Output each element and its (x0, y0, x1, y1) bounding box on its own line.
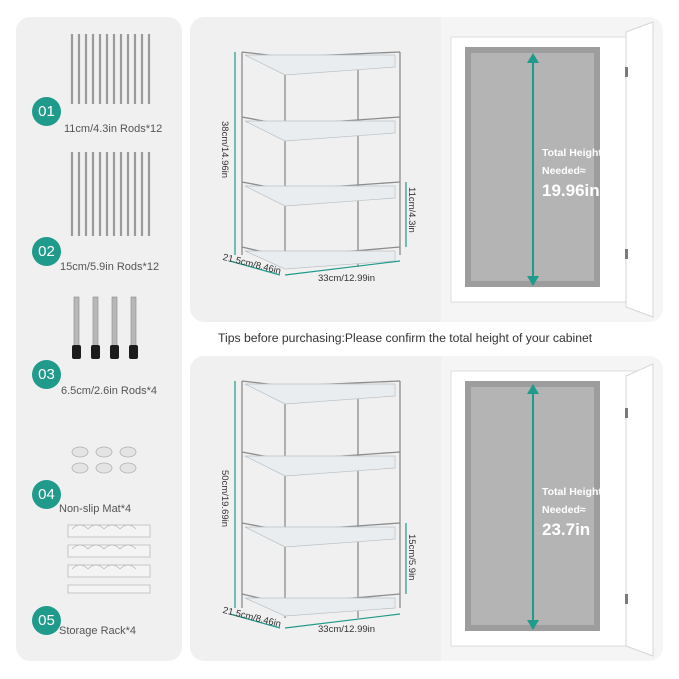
needed-label: Needed≈ (542, 165, 586, 177)
rack-width-dimension: 33cm/12.99in (318, 624, 376, 635)
needed-label: Needed≈ (542, 504, 586, 516)
rack-width-dimension: 33cm/12.99in (318, 273, 376, 284)
total-height-value: 19.96in (542, 181, 600, 200)
accessory-label: 15cm/5.9in Rods*12 (60, 261, 160, 273)
rack-cabinet-panel-small: 38cm/14.96in 11cm/4.3in 21.5cm/8.46in 33… (190, 17, 663, 322)
foot-rods-image (72, 296, 138, 359)
storage-racks-image (67, 524, 151, 594)
accessory-item-05: 05 Storage Rack*4 (16, 515, 182, 637)
total-height-label: Total Height (542, 486, 602, 498)
accessory-item-03: 03 6.5cm/2.6in Rods*4 (16, 295, 182, 405)
step-badge-03: 03 (32, 360, 61, 389)
step-badge-04: 04 (32, 480, 61, 509)
purchase-tip-text: Tips before purchasing:Please confirm th… (218, 331, 593, 345)
step-badge-01: 01 (32, 97, 61, 126)
accessory-label: 6.5cm/2.6in Rods*4 (61, 385, 157, 397)
total-height-value: 23.7in (542, 520, 591, 539)
short-rods-image (70, 34, 151, 104)
accessories-panel: 01 11cm/4.3in Rods*12 02 15cm/5.9in Rods… (16, 17, 182, 661)
long-rods-image (70, 152, 151, 236)
accessory-item-01: 01 11cm/4.3in Rods*12 (16, 17, 182, 147)
wire-rack-3d-drawing (229, 380, 407, 629)
tier-height-dimension: 15cm/5.9in (406, 534, 417, 581)
step-badge-05: 05 (32, 606, 61, 635)
accessory-item-02: 02 15cm/5.9in Rods*12 (16, 147, 182, 277)
step-badge-02: 02 (32, 237, 61, 266)
accessory-label: 11cm/4.3in Rods*12 (64, 123, 163, 135)
total-height-label: Total Height (542, 147, 602, 159)
accessory-label: Non-slip Mat*4 (59, 503, 132, 515)
non-slip-mats-image (71, 446, 137, 474)
rack-cabinet-panel-large: 50cm/19.69in 15cm/5.9in 21.5cm/8.46in 33… (190, 356, 663, 661)
rack-height-dimension: 38cm/14.96in (219, 121, 230, 179)
rack-height-dimension: 50cm/19.69in (219, 470, 230, 528)
wire-rack-3d-drawing (229, 51, 407, 276)
cabinet-drawing (441, 17, 663, 322)
accessory-item-04: 04 Non-slip Mat*4 (16, 442, 182, 522)
cabinet-drawing (441, 356, 663, 661)
accessory-label: Storage Rack*4 (59, 625, 137, 637)
tier-height-dimension: 11cm/4.3in (406, 187, 417, 233)
